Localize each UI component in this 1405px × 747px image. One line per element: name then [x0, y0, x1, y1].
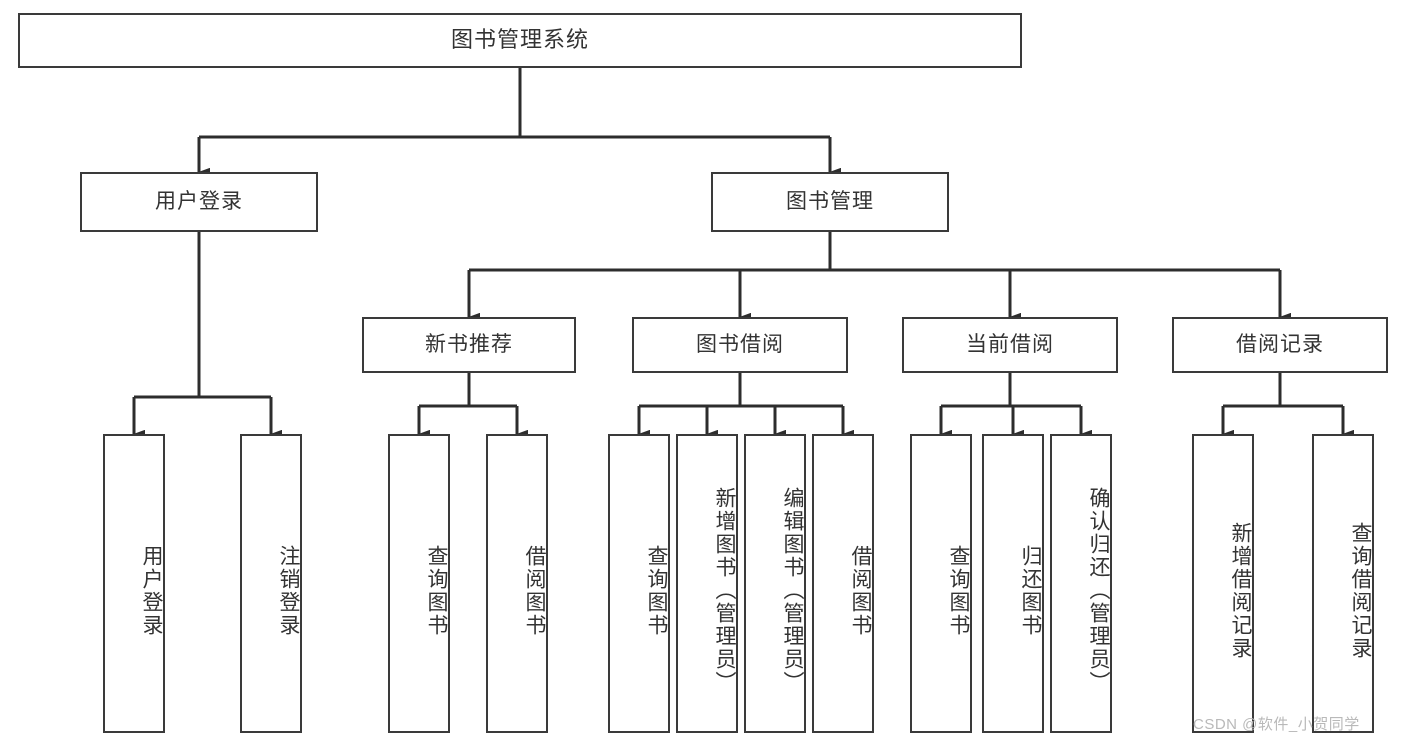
node-leaf_user_login[interactable]: 用户登录	[103, 434, 165, 733]
node-root[interactable]: 图书管理系统	[18, 13, 1022, 68]
node-leaf_cb_return[interactable]: 归还图书	[982, 434, 1044, 733]
node-label-root: 图书管理系统	[450, 27, 589, 53]
node-label-leaf_cb_confirm: 确认归还（管理员）	[1087, 487, 1110, 694]
node-label-leaf_br_query: 查询借阅记录	[1349, 521, 1372, 660]
node-book_manage[interactable]: 图书管理	[711, 172, 949, 232]
node-new_book_rec[interactable]: 新书推荐	[362, 317, 576, 373]
node-label-borrow_record: 借阅记录	[1236, 333, 1324, 357]
node-label-new_book_rec: 新书推荐	[425, 333, 513, 357]
node-leaf_logout[interactable]: 注销登录	[240, 434, 302, 733]
node-leaf_bb_borrow[interactable]: 借阅图书	[812, 434, 874, 733]
node-leaf_rec_query[interactable]: 查询图书	[388, 434, 450, 733]
node-label-leaf_cb_query: 查询图书	[947, 544, 970, 637]
node-leaf_bb_edit[interactable]: 编辑图书（管理员）	[744, 434, 806, 733]
node-label-leaf_bb_add: 新增图书（管理员）	[713, 487, 736, 694]
node-label-book_borrow: 图书借阅	[696, 333, 784, 357]
node-leaf_br_add[interactable]: 新增借阅记录	[1192, 434, 1254, 733]
node-leaf_br_query[interactable]: 查询借阅记录	[1312, 434, 1374, 733]
node-label-leaf_cb_return: 归还图书	[1019, 544, 1042, 637]
node-label-book_manage: 图书管理	[786, 190, 874, 214]
node-label-leaf_bb_borrow: 借阅图书	[849, 544, 872, 637]
node-leaf_cb_query[interactable]: 查询图书	[910, 434, 972, 733]
node-leaf_bb_add[interactable]: 新增图书（管理员）	[676, 434, 738, 733]
node-label-current_borrow: 当前借阅	[966, 333, 1054, 357]
node-label-user_login: 用户登录	[155, 190, 243, 214]
node-borrow_record[interactable]: 借阅记录	[1172, 317, 1388, 373]
node-label-leaf_br_add: 新增借阅记录	[1229, 521, 1252, 660]
node-current_borrow[interactable]: 当前借阅	[902, 317, 1118, 373]
node-label-leaf_rec_query: 查询图书	[425, 544, 448, 637]
node-user_login[interactable]: 用户登录	[80, 172, 318, 232]
node-book_borrow[interactable]: 图书借阅	[632, 317, 848, 373]
node-leaf_bb_query[interactable]: 查询图书	[608, 434, 670, 733]
node-label-leaf_bb_edit: 编辑图书（管理员）	[781, 487, 804, 694]
node-label-leaf_user_login: 用户登录	[140, 544, 163, 637]
node-leaf_cb_confirm[interactable]: 确认归还（管理员）	[1050, 434, 1112, 733]
node-label-leaf_logout: 注销登录	[277, 544, 300, 637]
node-label-leaf_rec_borrow: 借阅图书	[523, 544, 546, 637]
node-label-leaf_bb_query: 查询图书	[645, 544, 668, 637]
node-leaf_rec_borrow[interactable]: 借阅图书	[486, 434, 548, 733]
